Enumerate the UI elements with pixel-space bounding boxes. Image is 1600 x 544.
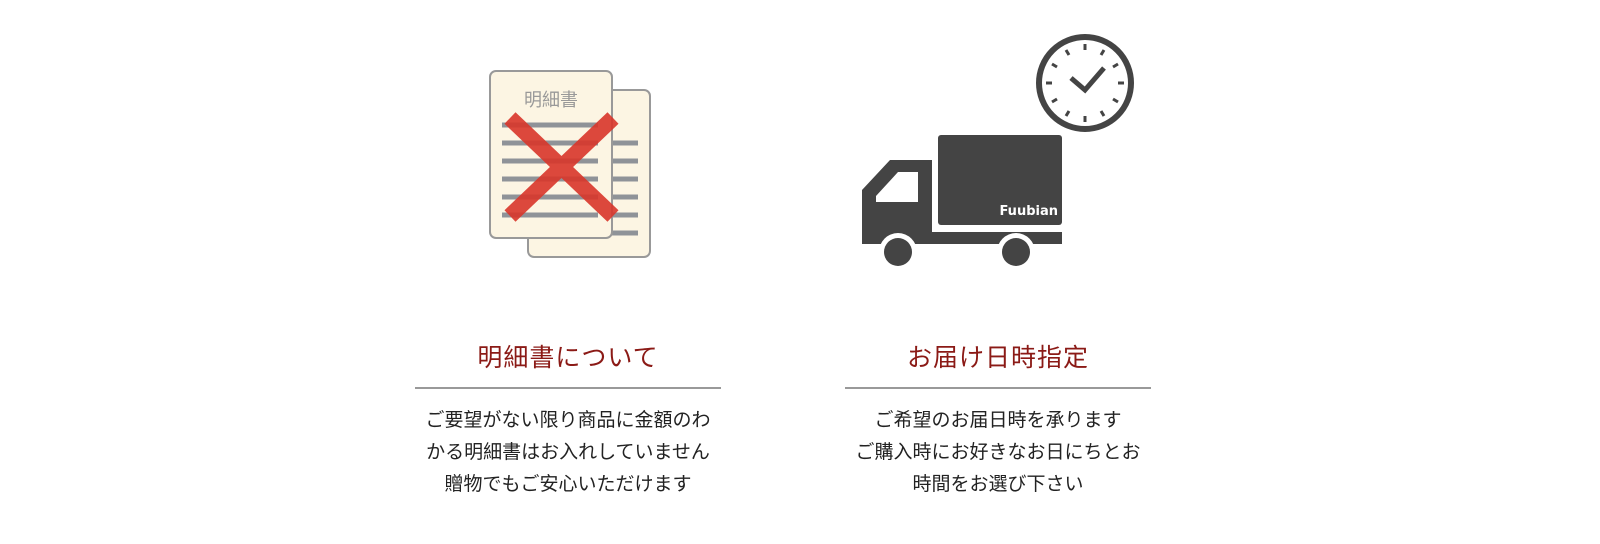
truck-brand-label: Fuubian <box>999 204 1058 219</box>
description-line: ご購入時にお好きなお日にちとお <box>855 441 1141 463</box>
divider <box>415 387 721 389</box>
description-line: 贈物でもご安心いただけます <box>444 473 692 495</box>
section-title: お届け日時指定 <box>906 343 1089 372</box>
clock-icon <box>1036 34 1134 132</box>
description-line: ご要望がない限り商品に金額のわ <box>425 409 711 431</box>
section-title: 明細書について <box>477 343 659 372</box>
invoice-icon-label: 明細書 <box>524 90 578 111</box>
divider <box>845 387 1151 389</box>
truck-icon: Fuubian <box>862 135 1062 271</box>
section-description: ご要望がない限り商品に金額のわ かる明細書はお入れしていません 贈物でもご安心い… <box>358 404 778 500</box>
description-line: ご希望のお届日時を承ります <box>874 409 1122 431</box>
description-line: かる明細書はお入れしていません <box>426 441 710 463</box>
invoice-cancel-icon: 明細書 <box>489 70 651 258</box>
description-line: 時間をお選び下さい <box>912 473 1084 495</box>
section-description: ご希望のお届日時を承ります ご購入時にお好きなお日にちとお 時間をお選び下さい <box>788 404 1208 500</box>
delivery-truck-clock-icon: Fuubian <box>862 34 1134 271</box>
